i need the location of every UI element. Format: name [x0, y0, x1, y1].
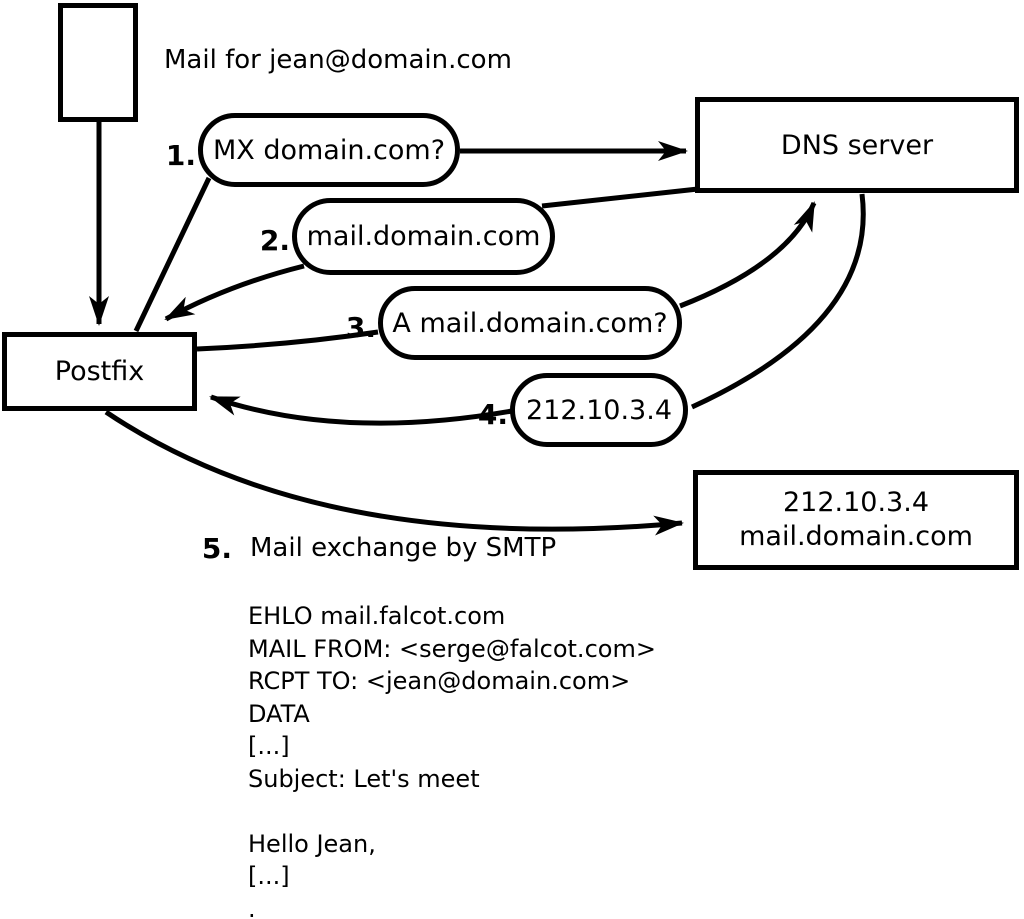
step-4-number: 4.: [477, 398, 508, 431]
query-mx-pill: MX domain.com?: [198, 113, 460, 187]
smtp-line-subject: Subject: Let's meet: [248, 764, 480, 793]
destination-ip-label: 212.10.3.4: [783, 487, 929, 518]
postfix-node: Postfix: [2, 332, 197, 411]
postfix-node-label: Postfix: [54, 356, 145, 387]
smtp-line-ellipsis-1: [...]: [248, 732, 290, 760]
smtp-line-mail-from: MAIL FROM: <serge@falcot.com>: [248, 634, 656, 663]
arrow-query3-to-dns: [679, 201, 817, 309]
step-3-number: 3.: [345, 311, 376, 344]
step-5-label: Mail exchange by SMTP: [250, 533, 557, 563]
destination-hostname-label: mail.domain.com: [739, 521, 973, 552]
smtp-line-ehlo: EHLO mail.falcot.com: [248, 602, 506, 630]
step-5-number: 5.: [201, 532, 232, 565]
arrow-answer2-to-postfix: [164, 263, 305, 322]
line-dns-to-answer2: [541, 186, 699, 209]
step-1-number: 1.: [165, 139, 196, 172]
smtp-line-ellipsis-2: [...]: [248, 862, 290, 890]
step-2-number: 2.: [259, 224, 290, 257]
line-postfix-to-query3: [196, 329, 379, 352]
smtp-line-blank: [248, 795, 656, 828]
mail-message-icon: [58, 3, 138, 122]
arrow-answer4-to-postfix: [209, 394, 513, 426]
answer-a-label: 212.10.3.4: [526, 394, 672, 426]
smtp-line-data: DATA: [248, 699, 310, 728]
arrow-postfix-to-destination: [104, 409, 684, 536]
query-a-label: A mail.domain.com?: [392, 307, 668, 339]
smtp-line-rcpt-to: RCPT TO: <jean@domain.com>: [248, 667, 631, 695]
answer-mx-label: mail.domain.com: [306, 221, 541, 252]
line-dns-to-answer4: [690, 193, 866, 410]
destination-server-node: 212.10.3.4 mail.domain.com: [693, 470, 1019, 570]
line-postfix-to-query1: [133, 176, 212, 333]
query-a-pill: A mail.domain.com?: [378, 286, 682, 360]
answer-mx-pill: mail.domain.com: [292, 198, 555, 275]
query-mx-label: MX domain.com?: [212, 134, 446, 166]
smtp-line-end-dot: .: [248, 894, 256, 919]
answer-a-pill: 212.10.3.4: [510, 373, 688, 447]
dns-server-node: DNS server: [695, 97, 1019, 193]
smtp-line-hello: Hello Jean,: [248, 829, 376, 858]
dns-server-label: DNS server: [780, 129, 934, 161]
smtp-session-transcript: EHLO mail.falcot.com MAIL FROM: <serge@f…: [248, 600, 656, 919]
mail-for-label: Mail for jean@domain.com: [164, 45, 512, 75]
